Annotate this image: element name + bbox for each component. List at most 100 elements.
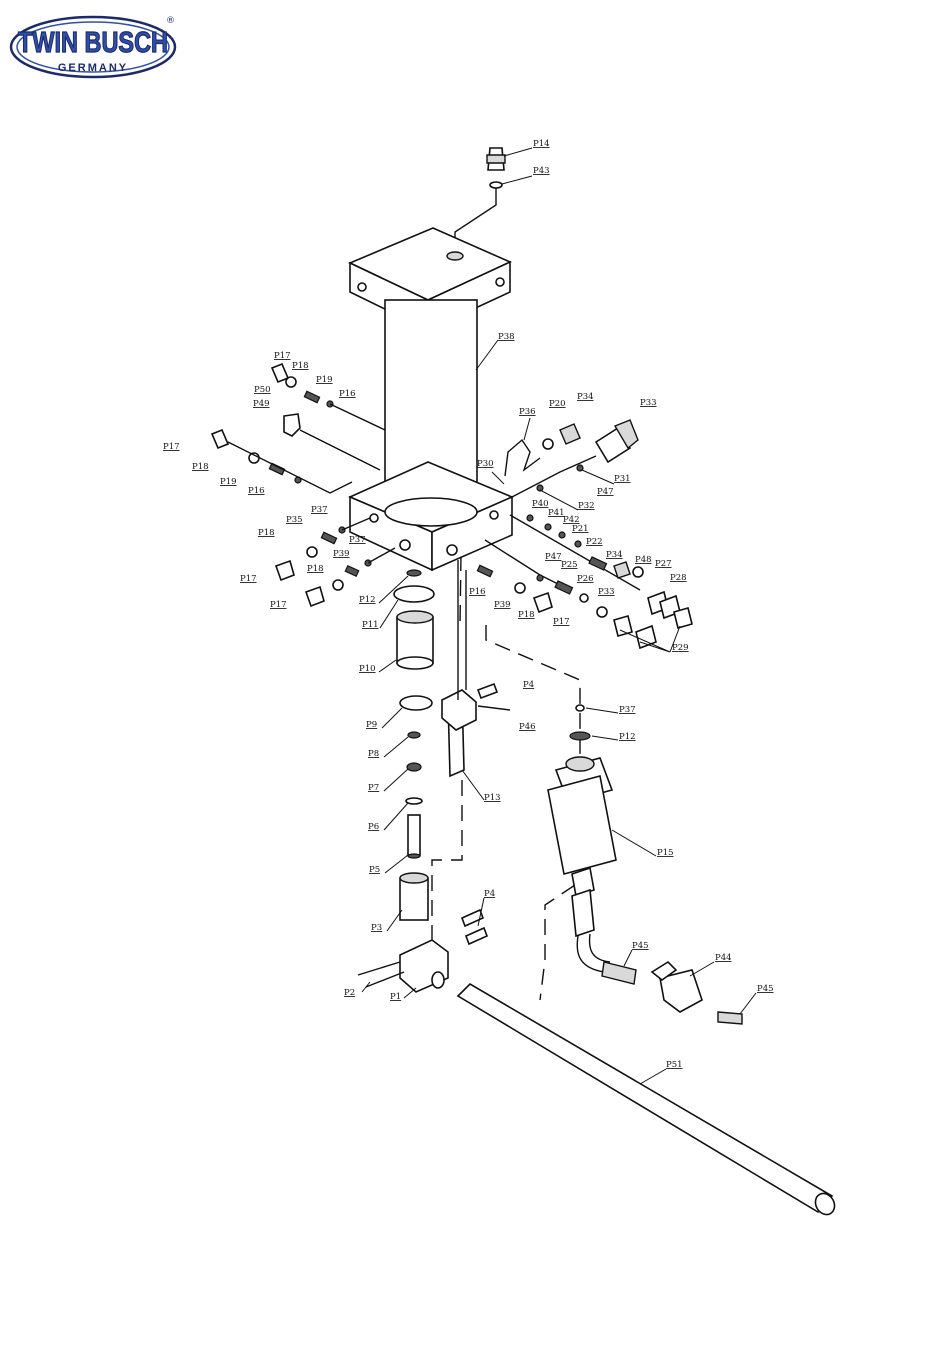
part-label-p5: P5 xyxy=(369,865,380,875)
part-label-p17e: P17 xyxy=(553,617,570,627)
part-label-p17c: P17 xyxy=(240,574,257,584)
leader-p13 xyxy=(462,770,484,800)
washer-p18-lower-2 xyxy=(333,580,343,590)
spring-p39-center xyxy=(477,565,492,576)
part-label-p20: P20 xyxy=(549,399,566,409)
part-label-p22: P22 xyxy=(586,537,603,547)
part-label-p28: P28 xyxy=(670,573,687,583)
part-label-p26: P26 xyxy=(577,574,594,584)
leader-p9 xyxy=(382,708,402,728)
plug-p17-upper xyxy=(272,364,288,382)
washer-p33-lower xyxy=(597,607,607,617)
plug-p17-left xyxy=(212,430,228,448)
base-port-4 xyxy=(490,511,498,519)
part-label-p16a: P16 xyxy=(339,389,356,399)
leader-p44 xyxy=(690,962,714,976)
part-label-p31: P31 xyxy=(614,474,631,484)
part-label-p40: P40 xyxy=(532,499,549,509)
fitting-p34-upper xyxy=(560,424,580,444)
base-port-1 xyxy=(370,514,378,522)
part-label-p43: P43 xyxy=(533,166,550,176)
part-label-p34a: P34 xyxy=(577,392,594,402)
part-label-p19a: P19 xyxy=(316,375,333,385)
plug-p17-lower-1 xyxy=(276,561,294,580)
part-label-p6: P6 xyxy=(368,822,379,832)
cap-p29-c xyxy=(674,608,692,628)
oring-p12-upper xyxy=(407,570,421,576)
leader-p12-pump xyxy=(592,736,618,740)
part-label-p11: P11 xyxy=(362,620,379,630)
handle-tube xyxy=(458,984,838,1218)
part-label-p50: P50 xyxy=(254,385,271,395)
part-label-p27: P27 xyxy=(655,559,672,569)
part-label-p18d: P18 xyxy=(307,564,324,574)
dashed-line-rod-lower xyxy=(432,780,462,950)
part-label-p47b: P47 xyxy=(545,552,562,562)
spring-p25 xyxy=(555,581,572,594)
ball-p40 xyxy=(527,515,533,521)
part-label-p18e: P18 xyxy=(518,610,535,620)
oring-p12-pump xyxy=(570,732,590,740)
pipe-left-upper xyxy=(300,404,385,470)
oring-p37-pump xyxy=(576,705,584,711)
leader-p36 xyxy=(524,418,530,440)
washer-p9 xyxy=(400,696,432,710)
dashed-line-hose xyxy=(540,885,575,1000)
part-label-p17d: P17 xyxy=(270,600,287,610)
ball-p41 xyxy=(545,524,551,530)
ring-p6 xyxy=(406,798,422,804)
part-label-p16c: P16 xyxy=(469,587,486,597)
part-label-p18c: P18 xyxy=(258,528,275,538)
leader-p51 xyxy=(640,1069,666,1084)
part-label-p37b: P37 xyxy=(349,535,366,545)
nipple-p45 xyxy=(718,1012,742,1024)
washer-p18-upper xyxy=(286,377,296,387)
pin-p2 xyxy=(358,962,404,987)
leader-p2 xyxy=(362,982,370,992)
leader-p6 xyxy=(384,803,408,830)
leader-p11 xyxy=(380,600,398,628)
washer-p20 xyxy=(543,439,553,449)
part-label-p17b: P17 xyxy=(163,442,180,452)
leader-p37-pump xyxy=(586,708,618,713)
leader-p8 xyxy=(384,737,408,757)
spring-p39-left xyxy=(345,566,358,577)
part-label-p25: P25 xyxy=(561,560,578,570)
leader-p31 xyxy=(582,470,614,484)
seal-p8 xyxy=(408,732,420,738)
top-plate-port xyxy=(447,252,463,260)
housing-p3-top xyxy=(400,873,428,883)
pipe-left-middle xyxy=(228,442,352,493)
cap-p29-a xyxy=(614,616,632,636)
leader-p43 xyxy=(502,176,532,184)
base-port-3 xyxy=(447,545,457,555)
piston-p5 xyxy=(408,815,420,855)
bolt-p4-lower-2 xyxy=(466,928,487,944)
part-label-p39b: P39 xyxy=(494,600,511,610)
piston-p5-base xyxy=(408,854,420,858)
ring-p11 xyxy=(394,586,434,602)
spring-p22 xyxy=(589,557,606,570)
leader-p38 xyxy=(476,340,498,370)
leader-p5 xyxy=(385,855,408,873)
base-block-cylinder-seat xyxy=(385,498,477,526)
right-upper-fittings xyxy=(505,420,638,497)
part-label-p17a: P17 xyxy=(274,351,291,361)
leader-p45-upper xyxy=(624,950,632,966)
bolt-hole-4 xyxy=(496,278,504,286)
part-label-p33: P33 xyxy=(640,398,657,408)
plug-p17-lower-2 xyxy=(306,587,324,606)
part-label-p10: P10 xyxy=(359,664,376,674)
part-label-p8: P8 xyxy=(368,749,379,759)
part-label-p12a: P12 xyxy=(359,595,376,605)
nut-p10-body xyxy=(397,617,433,663)
washer-p18-center xyxy=(515,583,525,593)
washer-p48 xyxy=(633,567,643,577)
part-label-p13: P13 xyxy=(484,793,501,803)
part-label-p21: P21 xyxy=(572,524,589,534)
part-label-p36: P36 xyxy=(519,407,536,417)
center-lower-fittings xyxy=(477,565,552,612)
leader-p10 xyxy=(379,660,396,672)
leader-p14 xyxy=(504,148,532,156)
